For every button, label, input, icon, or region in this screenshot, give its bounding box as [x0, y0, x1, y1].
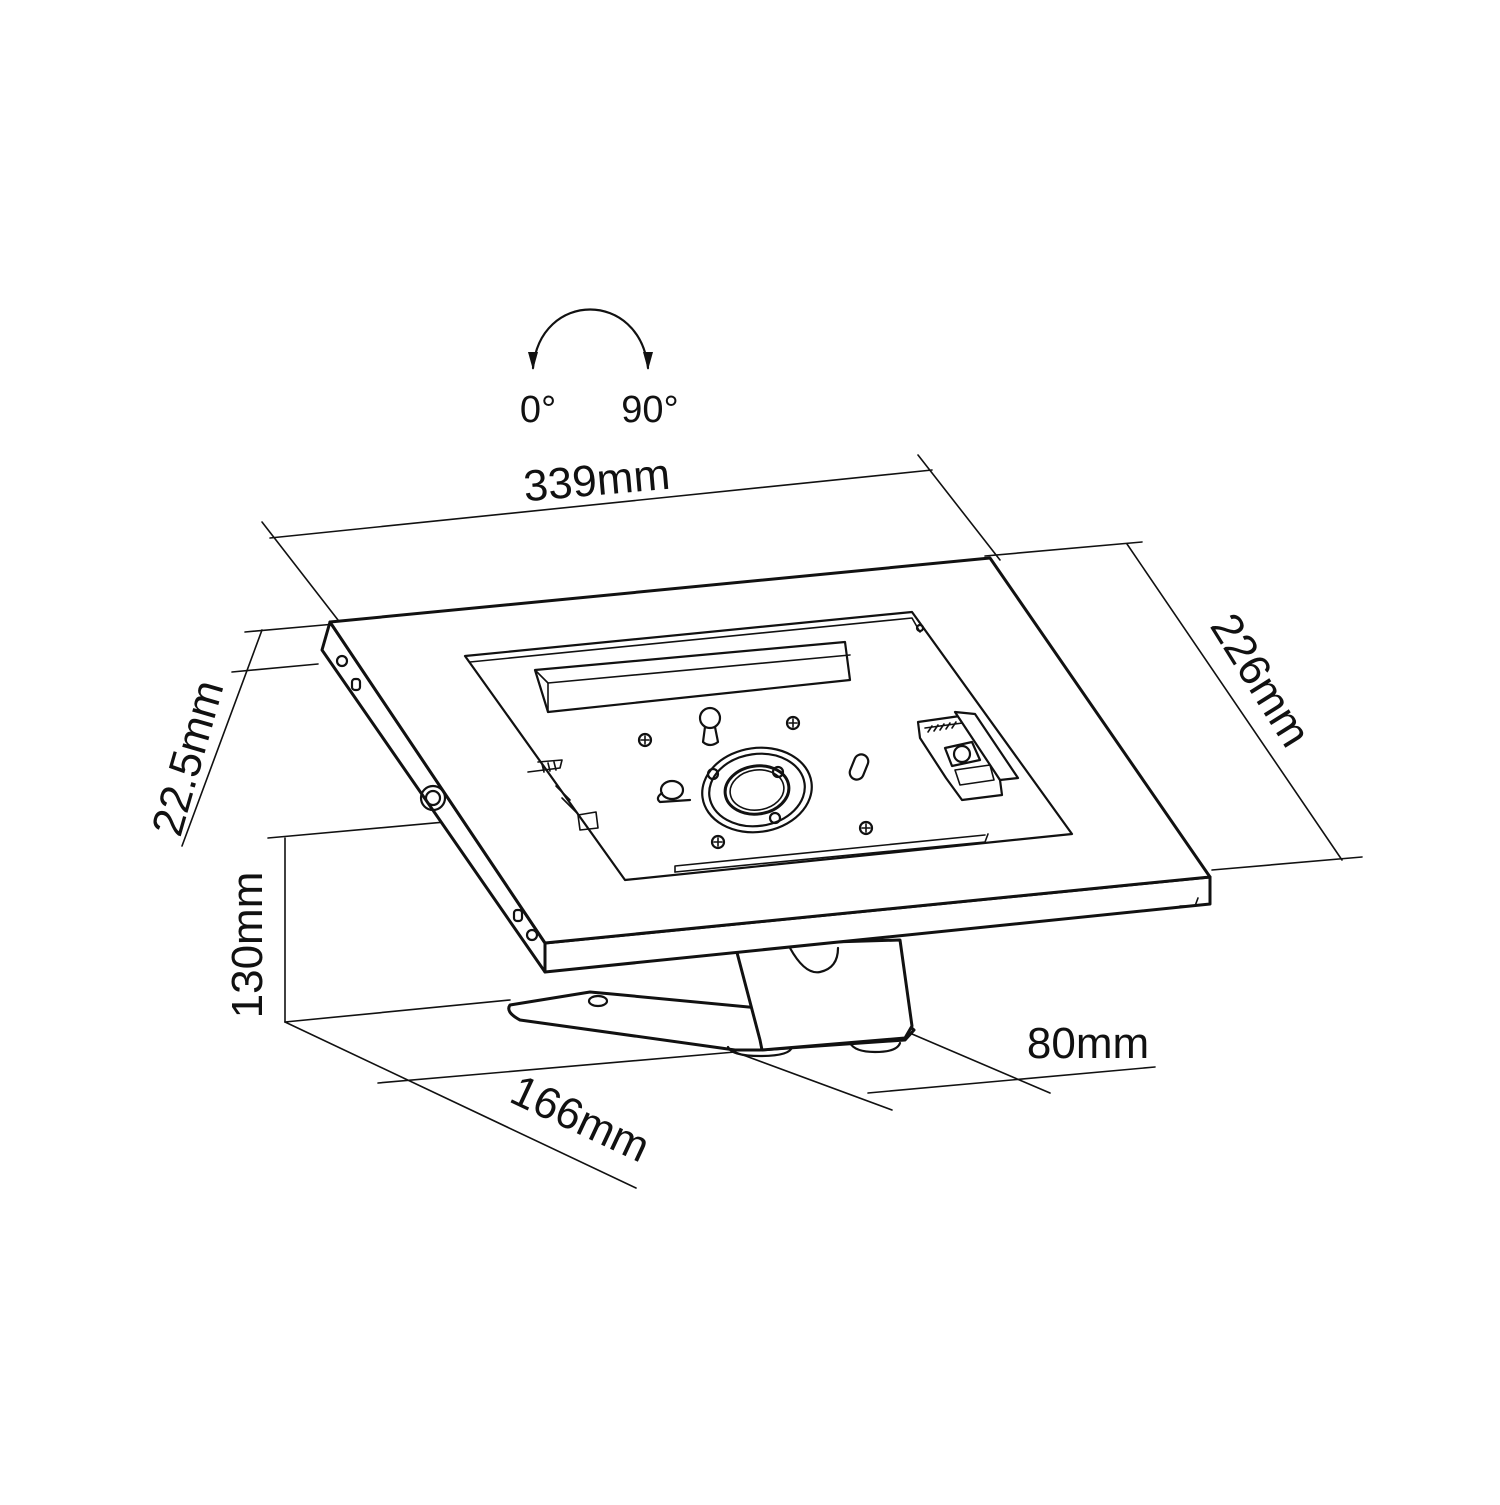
dimension-width-label: 339mm: [522, 450, 672, 512]
stand-base: [507, 938, 916, 1058]
dimension-depth-label: 226mm: [1201, 605, 1320, 755]
screw-icon: [637, 715, 874, 850]
rotation-end-label: 90°: [621, 389, 678, 431]
dimension-lines: [181, 454, 1363, 1189]
dimension-thickness-label: 22.5mm: [143, 675, 234, 841]
dimension-height-label: 130mm: [223, 872, 272, 1019]
dimension-base-width-label: 80mm: [1027, 1019, 1149, 1068]
dimension-base-depth-label: 166mm: [503, 1066, 657, 1172]
lock-icon: [419, 784, 447, 812]
side-panel-details: [335, 654, 539, 942]
tablet-enclosure: [320, 556, 1212, 974]
rotation-start-label: 0°: [520, 389, 556, 431]
mounting-plate-details: [527, 623, 1020, 850]
rotation-arrow-icon: [528, 308, 653, 370]
